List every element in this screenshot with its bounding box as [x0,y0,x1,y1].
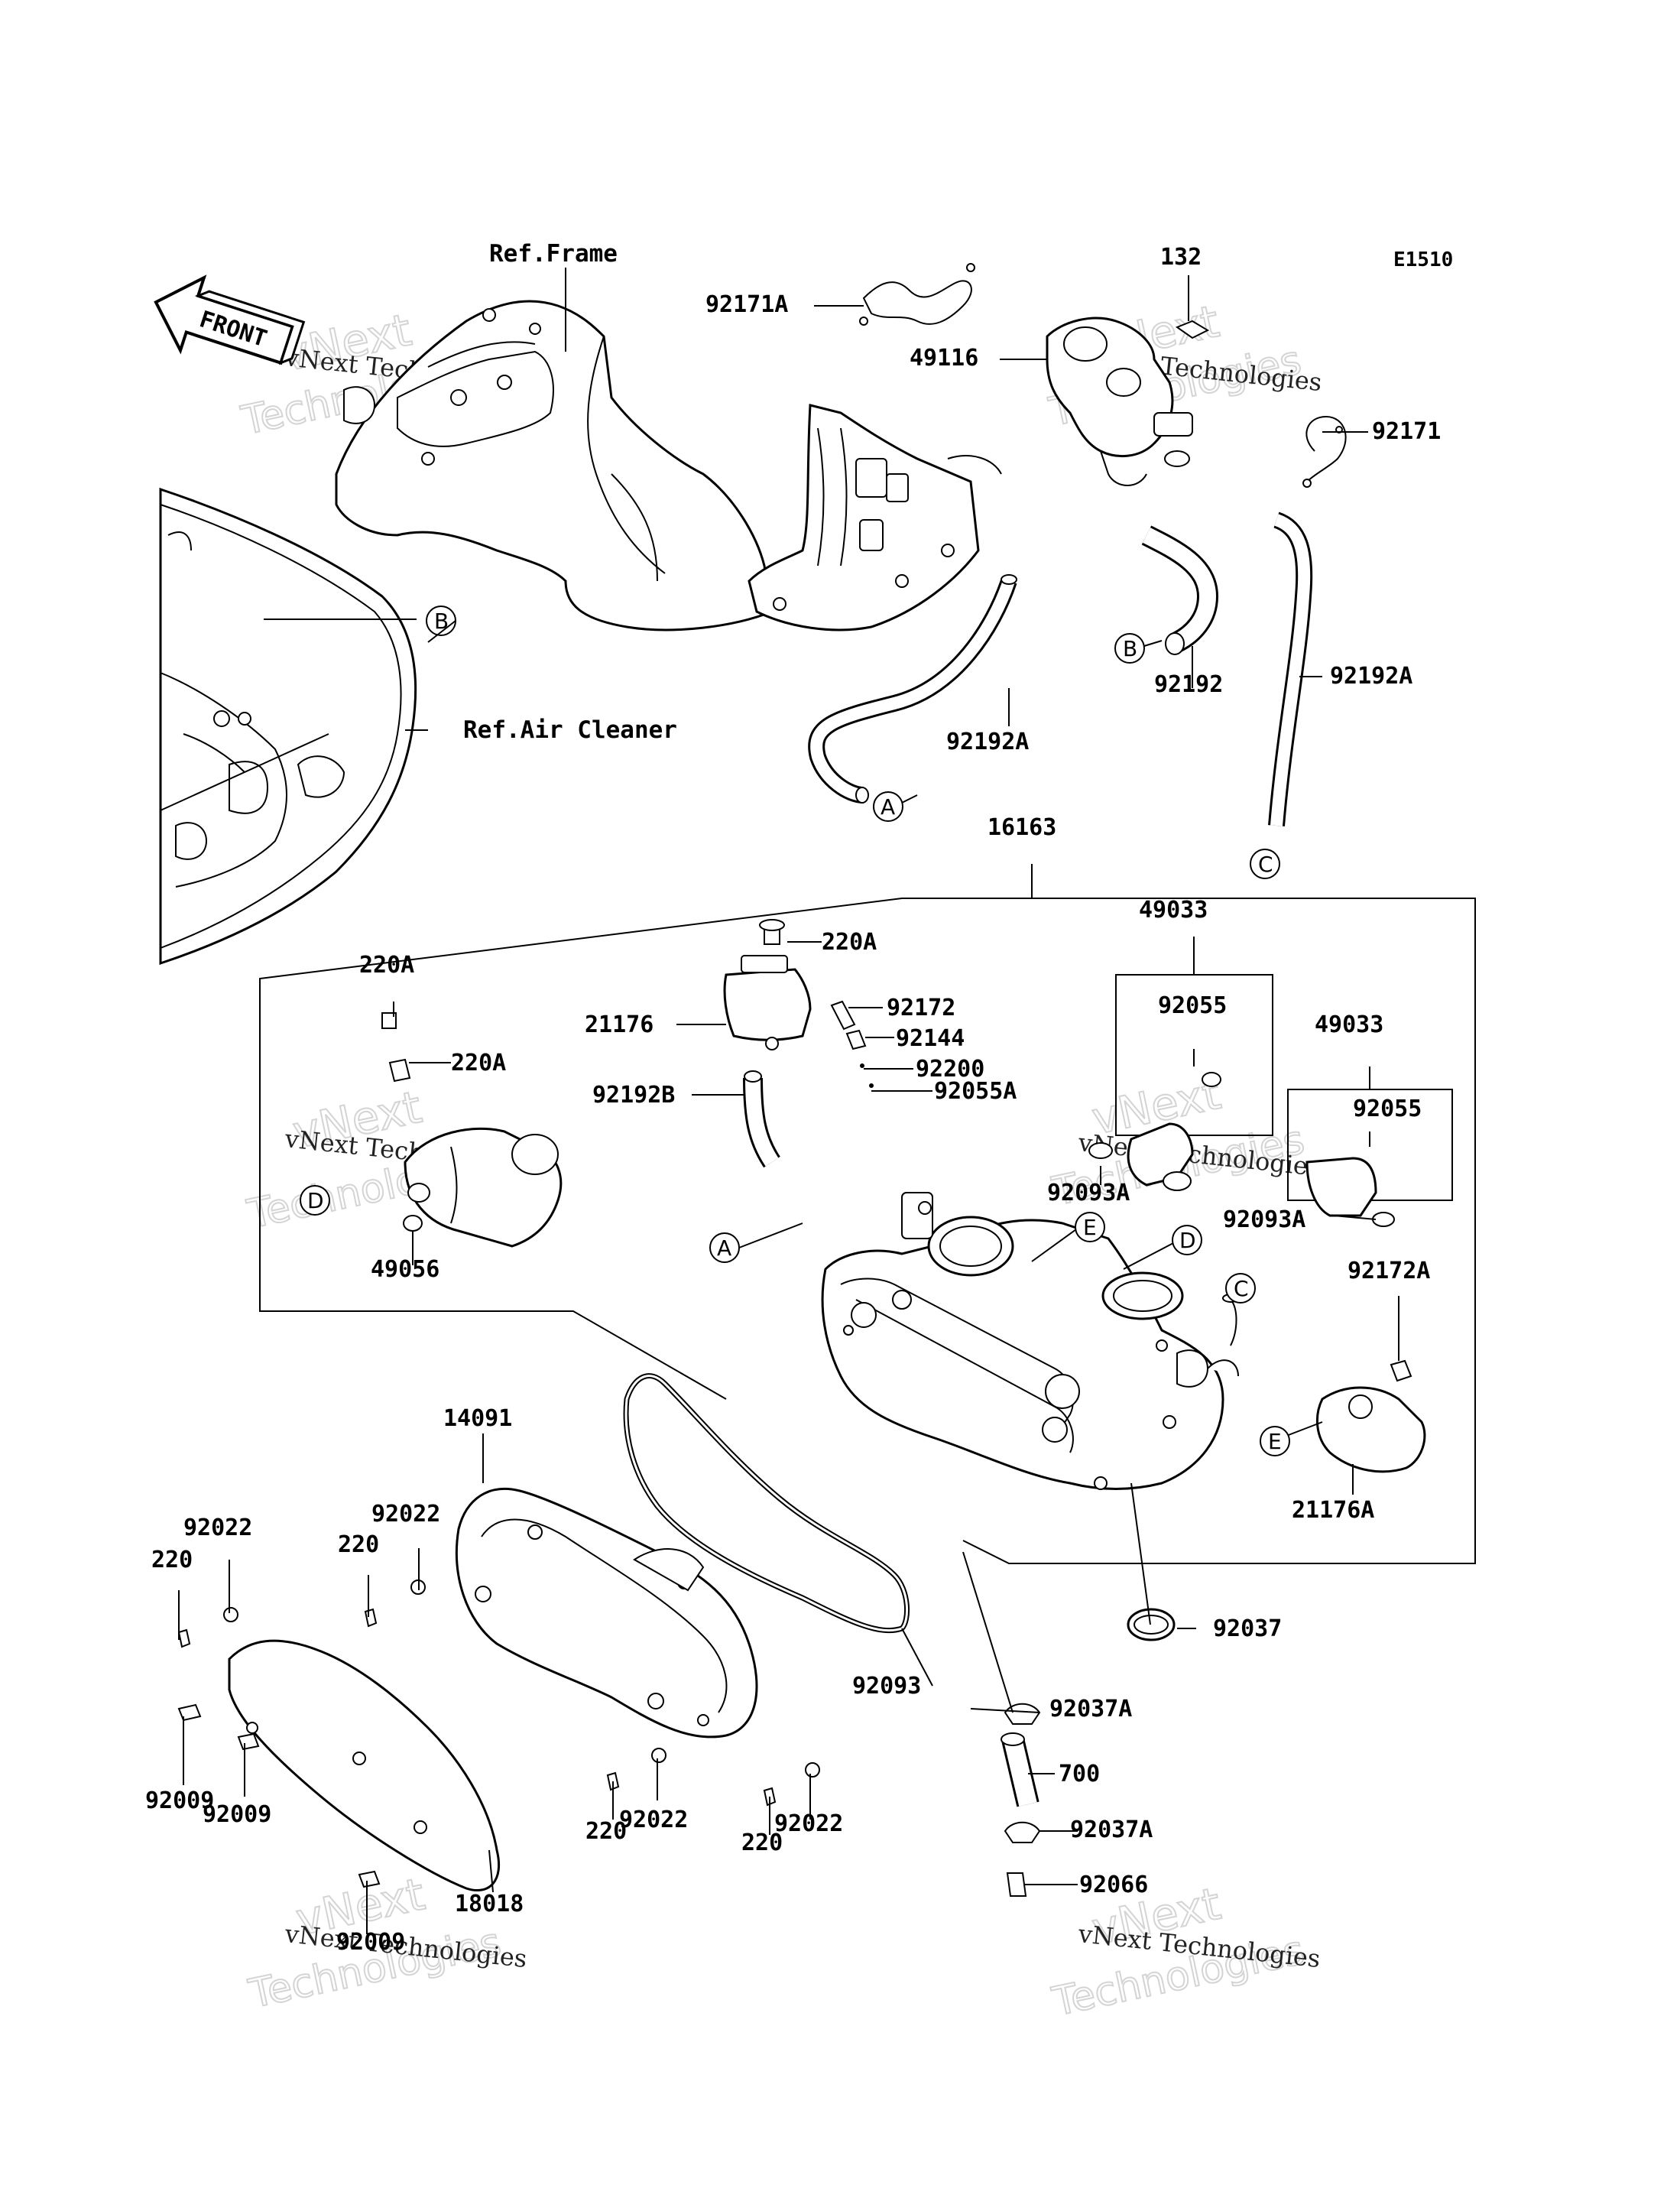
label-220A-left: 220A [359,952,414,979]
label-49116: 49116 [910,345,978,372]
callout-d-1: D [307,1188,324,1213]
label-92200: 92200 [916,1056,984,1083]
label-92093A-2: 92093A [1223,1206,1305,1233]
label-92172: 92172 [887,995,955,1021]
label-21176A: 21176A [1292,1497,1374,1524]
ref-air-cleaner-label: Ref.Air Cleaner [463,716,677,744]
label-220-3: 220 [585,1818,627,1845]
belt-cover-inner [456,1487,758,1739]
callout-a-2: A [717,1235,731,1261]
label-49033-2: 49033 [1315,1011,1383,1038]
label-92093: 92093 [852,1673,921,1700]
label-92037A-2: 92037A [1070,1817,1153,1843]
ref-frame-label: Ref.Frame [489,240,618,268]
label-92171A: 92171A [705,291,788,318]
label-92066: 92066 [1079,1872,1148,1898]
label-92022-1: 92022 [183,1515,252,1541]
diagram-code: E1510 [1393,248,1453,271]
callout-c-2: C [1234,1276,1249,1301]
callout-a-1: A [881,794,895,820]
part-labels: Ref.Frame Ref.Air Cleaner 92171A 132 491… [145,240,1441,1956]
hose-group [808,511,1313,826]
front-arrow: FRONT [154,274,306,365]
label-220A-mid: 220A [451,1050,506,1076]
circle-callouts: B A B C D A E D C E [300,606,1290,1456]
label-49056: 49056 [371,1256,439,1283]
label-92022-3: 92022 [619,1807,688,1833]
label-92144: 92144 [896,1025,965,1052]
belt-cover-outer [228,1639,501,1892]
label-132: 132 [1160,244,1202,271]
label-92055-2: 92055 [1353,1096,1422,1122]
callout-d-2: D [1179,1228,1196,1253]
label-92172A: 92172A [1348,1258,1430,1284]
label-92093A-1: 92093A [1047,1180,1130,1206]
label-92022-4: 92022 [774,1810,843,1837]
label-92009-2: 92009 [203,1801,271,1828]
label-92192A-left: 92192A [946,729,1029,755]
callout-b-1: B [434,609,449,634]
sensor-group [381,919,1426,1473]
label-92009-3: 92009 [336,1929,405,1956]
label-92192: 92192 [1154,671,1223,698]
label-18018: 18018 [455,1891,524,1917]
callout-c-1: C [1258,852,1273,877]
label-700: 700 [1059,1761,1100,1787]
label-92037: 92037 [1213,1615,1282,1642]
fasteners-bottom [177,1580,1176,1897]
label-220A-top: 220A [822,929,877,956]
callout-e-2: E [1268,1429,1282,1454]
label-92037A-1: 92037A [1049,1696,1132,1722]
label-14091: 14091 [443,1405,512,1432]
throttle-body-assembly-outline [259,864,1476,1564]
throttle-body-illustration [821,1192,1239,1490]
drive-belt-illustration [623,1373,910,1634]
label-92022-2: 92022 [371,1501,440,1528]
label-92192B: 92192B [592,1082,675,1109]
idle-control-valve [859,263,1347,488]
air-cleaner-illustration [159,487,417,966]
label-92171: 92171 [1372,418,1441,445]
label-220-4: 220 [741,1830,783,1856]
label-92009-1: 92009 [145,1787,214,1814]
label-49033-1: 49033 [1139,897,1208,924]
label-92192A-right: 92192A [1330,663,1412,690]
callout-e-1: E [1083,1215,1097,1240]
label-92055A: 92055A [934,1078,1017,1105]
label-220-1: 220 [151,1547,193,1573]
label-92055-1: 92055 [1158,992,1227,1019]
callout-b-2: B [1123,636,1137,661]
label-21176: 21176 [585,1011,654,1038]
leader-lines [160,268,1399,1934]
label-16163: 16163 [988,814,1056,841]
frame-illustration [335,300,1002,631]
label-220-2: 220 [338,1531,379,1558]
